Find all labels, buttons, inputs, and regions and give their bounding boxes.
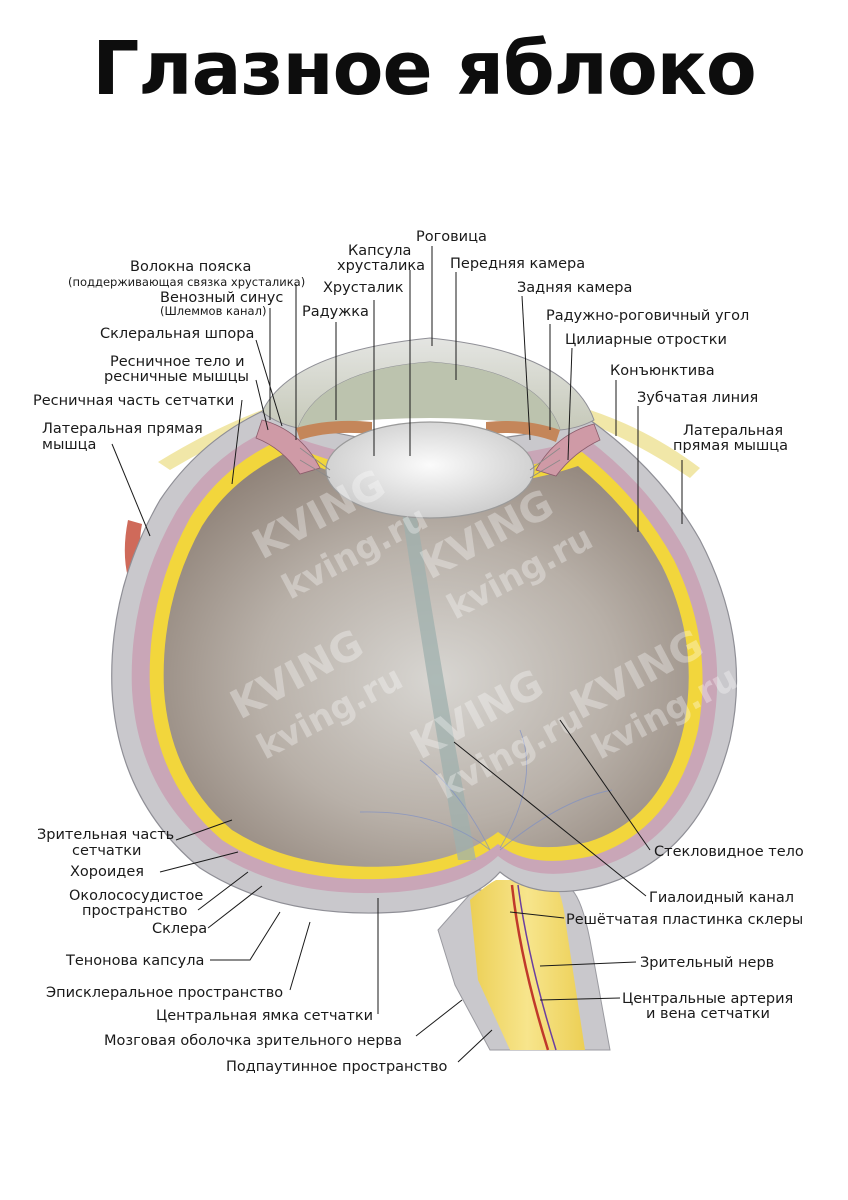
lens-shape [325,421,535,519]
label-ciliary-body: Ресничное тело и [110,354,245,370]
label-tenon-capsule: Тенонова капсула [65,953,204,969]
label-lateral-rectus-right: Латеральная [683,423,783,439]
label-lateral-rectus-left: мышца [42,437,96,453]
central-vessels-shape [510,884,550,1051]
ciliary-body-left [255,419,321,475]
leader-lines [111,246,683,1063]
label-episcleral-space: Эписклеральное пространство [46,985,283,1001]
anterior-chamber-shape [298,362,560,430]
label-iris: Радужка [302,304,369,320]
label-hyaloid-canal: Гиалоидный канал [649,890,794,906]
label-lateral-rectus-left: Латеральная прямая [42,421,203,437]
label-dura-sheath: Мозговая оболочка зрительного нерва [104,1033,402,1049]
label-lens-capsule: Капсула [348,243,411,259]
label-lamina-cribrosa: Решётчатая пластинка склеры [566,912,803,928]
label-ciliary-body: ресничные мышцы [104,369,249,385]
label-perichoroidal: пространство [82,903,188,919]
label-ora-serrata: Зубчатая линия [637,390,758,406]
optic-nerve-body [470,880,585,1050]
label-ciliary-processes: Цилиарные отростки [565,332,727,348]
poster-title: Глазное яблоко [92,26,757,112]
label-ciliary-retina: Ресничная часть сетчатки [33,393,234,409]
label-conjunctiva: Конъюнктива [610,363,715,379]
label-choroid: Хороидея [70,864,144,880]
label-posterior-chamber: Задняя камера [517,280,632,296]
label-lens-capsule: хрусталика [337,258,425,274]
label-zonular-fibers-note: (поддерживающая связка хрусталика) [68,275,305,289]
label-zonular-fibers: Волокна пояска [130,259,251,275]
label-scleral-spur: Склеральная шпора [100,326,254,342]
conjunctiva-right-shape [582,410,700,478]
label-optic-retina: Зрительная часть [37,827,174,843]
label-lens: Хрусталик [323,280,404,296]
label-optic-retina: сетчатки [72,843,141,859]
label-optic-nerve: Зрительный нерв [640,955,774,971]
label-central-vessels: и вена сетчатки [646,1006,770,1022]
label-central-vessels: Центральные артерия [622,991,793,1007]
label-venous-sinus-note: (Шлеммов канал) [160,304,266,318]
label-lateral-rectus-right: прямая мышца [673,438,788,454]
label-vitreous-body: Стекловидное тело [654,844,804,860]
iris-left [296,420,372,440]
label-anterior-chamber: Передняя камера [450,256,585,272]
iris-right [486,421,560,442]
label-venous-sinus: Венозный синус [160,290,283,306]
label-fovea: Центральная ямка сетчатки [156,1008,373,1024]
label-subarachnoid-space: Подпаутинное пространство [226,1059,447,1075]
label-iridocorneal-angle: Радужно-роговичный угол [546,308,749,324]
hyaloid-canal-shape [402,512,476,860]
label-perichoroidal: Околососудистое [69,888,203,904]
label-cornea: Роговица [416,229,487,245]
label-sclera: Склера [152,921,207,937]
